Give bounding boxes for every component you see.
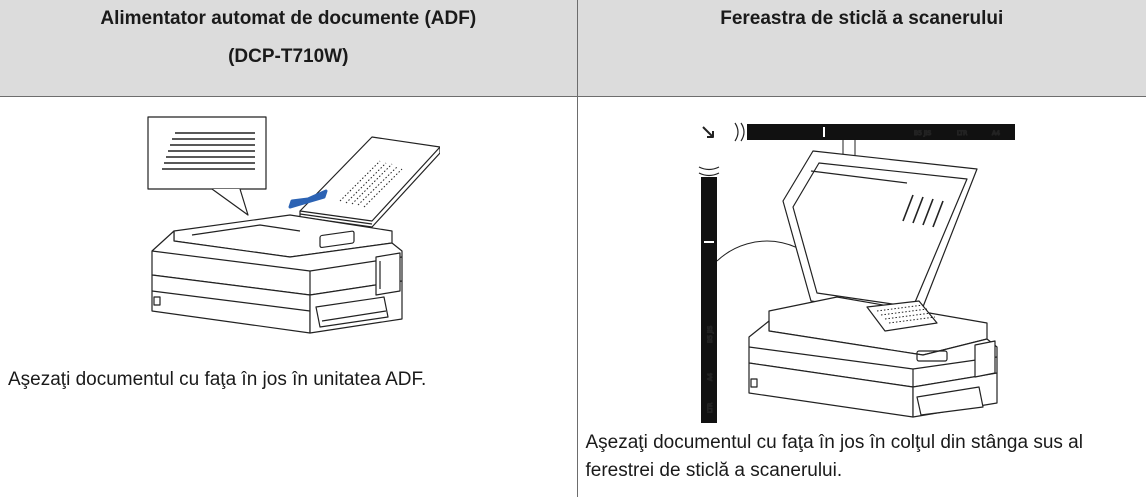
ruler-top-b5: B5 JIS [914, 130, 931, 137]
adf-printer-illustration [147, 116, 440, 334]
header-adf-title: Alimentator automat de documente (ADF) [100, 8, 477, 29]
document-callout [147, 116, 267, 216]
ruler-top: B5 JIS LTR A4 [733, 122, 1015, 142]
document-stack [299, 136, 440, 228]
header-scanner-glass-title: Fereastra de sticlă a scanerului [720, 8, 1004, 29]
cell-adf: Aşezaţi documentul cu faţa în jos în uni… [0, 96, 578, 497]
adf-instruction: Aşezaţi documentul cu faţa în jos în uni… [8, 369, 427, 390]
printer-lid-open [747, 150, 998, 418]
header-adf: Alimentator automat de documente (ADF) (… [0, 0, 578, 97]
scanner-glass-instruction: Aşezaţi documentul cu faţa în jos în col… [585, 432, 1083, 481]
ruler-left-a4: A4 [707, 373, 714, 381]
scanner-glass-illustration: B5 JIS LTR A4 B5 JIS A4 LTR [698, 122, 1015, 423]
ruler-top-a4: A4 [992, 130, 1000, 137]
cell-scanner-glass: B5 JIS LTR A4 B5 JIS A4 LTR [576, 96, 1146, 497]
ruler-top-ltr: LTR [957, 130, 967, 137]
corner-arrow-icon [701, 126, 714, 138]
header-adf-model: (DCP-T710W) [228, 46, 349, 67]
insert-arrow [288, 189, 328, 209]
ruler-left-b5: B5 JIS [707, 326, 714, 343]
header-scanner-glass: Fereastra de sticlă a scanerului [576, 0, 1146, 97]
ruler-left: B5 JIS A4 LTR [698, 166, 719, 423]
ruler-left-ltr: LTR [707, 403, 714, 413]
printer-body [151, 214, 403, 334]
